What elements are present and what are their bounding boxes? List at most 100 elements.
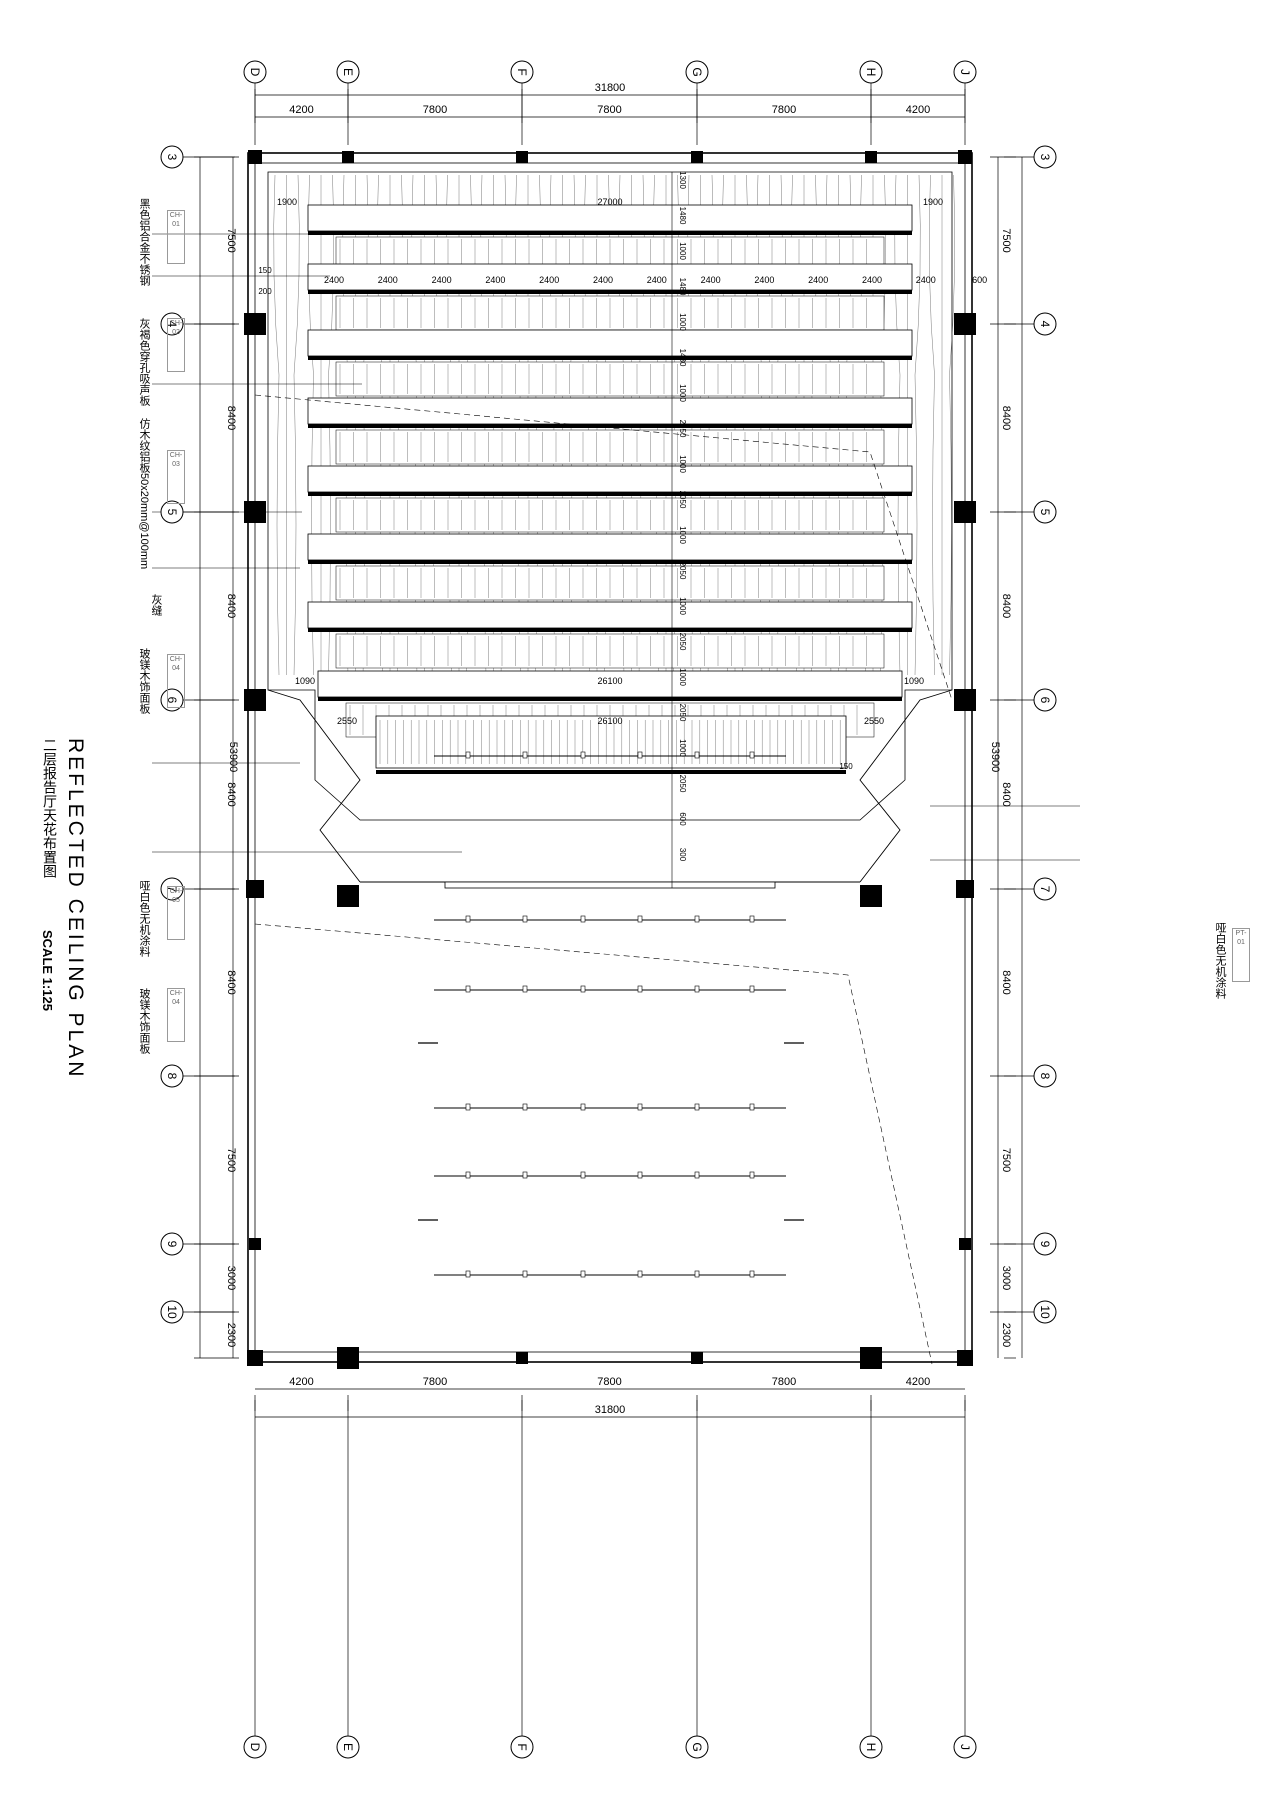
drawing-scale: SCALE 1:125	[40, 930, 55, 1011]
structural-column	[244, 313, 266, 335]
dimension-label: 1900	[277, 197, 297, 207]
spotlight	[637, 985, 643, 993]
dimension-label: 2050	[678, 633, 687, 651]
dimension-label: 7800	[772, 1376, 796, 1388]
grid-bubble-row	[160, 688, 184, 712]
grid-label-row: 3	[165, 154, 179, 161]
structural-column	[954, 689, 976, 711]
spotlight	[522, 1103, 528, 1111]
ceiling-beam	[307, 533, 913, 561]
dimension-label: 2400	[324, 275, 344, 285]
spotlight	[749, 985, 755, 993]
dimension-label: 7500	[225, 1148, 237, 1172]
stage-side-wall	[267, 689, 361, 883]
dimension-label: 2400	[754, 275, 774, 285]
stage-front-grille	[444, 881, 776, 889]
grid-label-col: F	[515, 1743, 529, 1750]
structural-column	[342, 151, 354, 163]
grid-bubble-row	[160, 1232, 184, 1256]
dimension-label: 1480	[678, 207, 687, 225]
grid-bubble-row	[160, 145, 184, 169]
structural-column	[954, 501, 976, 523]
woodgrain-line	[273, 174, 280, 676]
grid-bubble-col	[685, 1735, 709, 1759]
spotlight	[637, 1270, 643, 1278]
grid-label-col: F	[515, 68, 529, 75]
beam-light-strip	[308, 560, 912, 564]
dimension-label: 600	[678, 812, 687, 826]
sightline-dashed	[254, 923, 933, 1365]
structural-column	[516, 1352, 528, 1364]
dimension-label: 1000	[678, 384, 687, 402]
dimension-label: 1000	[678, 668, 687, 686]
woodgrain-line	[307, 174, 314, 676]
grid-label-col: E	[341, 68, 355, 76]
note-black-aluminium: 黑色铝合金不锈钢	[138, 198, 150, 286]
grid-label-row: 6	[1038, 697, 1052, 704]
dimension-label: 7500	[1000, 228, 1012, 252]
structural-column	[959, 1238, 971, 1250]
grid-bubble-col	[859, 1735, 883, 1759]
grid-bubble-row	[1033, 877, 1057, 901]
outer-wall	[247, 152, 973, 1363]
grid-bubble-col	[243, 1735, 267, 1759]
dimension-label: 8400	[1000, 406, 1012, 430]
spotlight	[749, 915, 755, 923]
grid-bubble-row	[160, 877, 184, 901]
dimension-label: 4200	[906, 104, 930, 116]
ceiling-beam	[317, 670, 903, 698]
dimension-label: 4200	[289, 104, 313, 116]
ceiling-beam	[307, 204, 913, 232]
spotlight	[637, 915, 643, 923]
spotlight	[465, 751, 471, 759]
spotlight	[465, 915, 471, 923]
grid-bubble-col	[953, 1735, 977, 1759]
inner-wall	[254, 162, 966, 1353]
dimension-label: 150	[839, 762, 853, 771]
grid-label-col: H	[864, 68, 878, 77]
material-tag: CH-04	[167, 654, 185, 708]
grid-bubble-col	[685, 60, 709, 84]
dimension-label: 2400	[432, 275, 452, 285]
note-mgo-wood-panel: 玻镁木饰面板	[138, 988, 150, 1054]
spotlight	[522, 1171, 528, 1179]
woodgrain-line	[894, 174, 901, 676]
structural-column	[860, 1347, 882, 1369]
ceiling-beam	[307, 263, 913, 291]
dimension-label: 2400	[593, 275, 613, 285]
grid-bubble-row	[1033, 500, 1057, 524]
dimension-label: 2400	[808, 275, 828, 285]
dimension-label: 150	[258, 266, 272, 275]
structural-column	[516, 151, 528, 163]
spotlight	[522, 1270, 528, 1278]
dimension-label: 600	[972, 275, 987, 285]
grid-bubble-row	[1033, 1232, 1057, 1256]
grid-label-col: J	[958, 69, 972, 75]
dimension-label: 26100	[597, 676, 622, 686]
grid-bubble-row	[160, 500, 184, 524]
dimension-label: 2550	[337, 716, 357, 726]
woodgrain-line	[328, 174, 335, 676]
note-woodgrain-aluminium: 仿木纹铝板50x20mm@100mm	[138, 418, 150, 570]
spotlight	[580, 1171, 586, 1179]
dimension-label: 2400	[916, 275, 936, 285]
grid-bubble-row	[160, 1064, 184, 1088]
ceiling-beam	[307, 329, 913, 357]
grid-label-row: 7	[1038, 886, 1052, 893]
beam-light-strip	[318, 697, 902, 701]
spotlight	[694, 751, 700, 759]
dimension-label: 1000	[678, 242, 687, 260]
spotlight	[522, 751, 528, 759]
dimension-label: 2050	[678, 491, 687, 509]
note-mgo-wood-panel: 玻镁木饰面板	[138, 648, 150, 714]
woodgrain-line	[293, 174, 300, 676]
spotlight	[580, 751, 586, 759]
beam-light-strip	[308, 290, 912, 294]
grid-label-col: D	[248, 68, 262, 77]
woodgrain-line	[928, 174, 935, 676]
dimension-total: 31800	[595, 82, 626, 94]
structural-column	[860, 885, 882, 907]
spotlight	[637, 751, 643, 759]
dimension-label: 1000	[678, 313, 687, 331]
